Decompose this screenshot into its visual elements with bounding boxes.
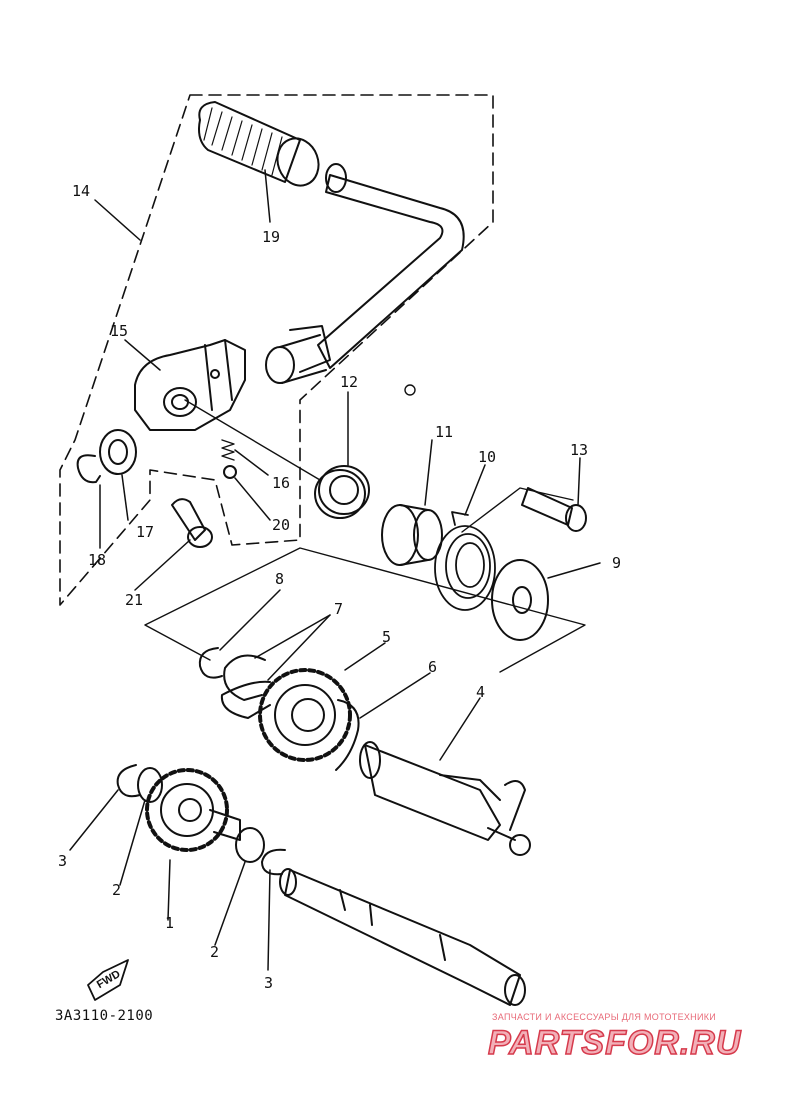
- part-code: 3A3110-2100: [55, 1008, 154, 1024]
- ratchet-spring: [335, 699, 360, 771]
- callout-5: 5: [382, 628, 391, 646]
- fwd-arrow-icon: [87, 959, 129, 1001]
- callout-3-left: 3: [58, 852, 67, 870]
- callout-1: 1: [165, 914, 174, 932]
- washer-2a: [137, 767, 163, 803]
- callout-15: 15: [110, 322, 128, 340]
- kick-axle: [359, 741, 531, 856]
- fwd-label: FWD: [95, 968, 123, 991]
- circlip-3b: [261, 848, 286, 876]
- spring-small: [221, 439, 235, 461]
- kick-grip: [198, 101, 320, 187]
- callout-8: 8: [275, 570, 284, 588]
- callout-2-right: 2: [210, 943, 219, 961]
- main-axle: [279, 868, 526, 1006]
- assembly-outline-14: [59, 94, 494, 606]
- callout-14: 14: [72, 182, 90, 200]
- callout-10: 10: [478, 448, 496, 466]
- torsion-spring: [434, 511, 496, 611]
- washer-2b: [235, 827, 265, 863]
- callout-11: 11: [435, 423, 453, 441]
- leader-lines: [69, 169, 601, 971]
- watermark-tagline: ЗАПЧАСТИ И АКСЕССУАРЫ ДЛЯ МОТОТЕХНИКИ: [492, 1012, 717, 1022]
- ball: [223, 465, 237, 479]
- circlip: [76, 454, 101, 484]
- ratchet-washer-7a: [223, 654, 266, 701]
- callout-13: 13: [570, 441, 588, 459]
- axis-line: [184, 399, 321, 481]
- callout-9: 9: [612, 554, 621, 572]
- ratchet-washer-7b: [220, 680, 271, 719]
- idler-gear: [145, 768, 241, 852]
- callout-16: 16: [272, 474, 290, 492]
- callout-6: 6: [428, 658, 437, 676]
- kick-crank: [134, 339, 416, 431]
- spring-guide-collar: [381, 504, 443, 566]
- ratchet-gear: [258, 668, 352, 762]
- callout-19: 19: [262, 228, 280, 246]
- callout-2-left: 2: [112, 881, 121, 899]
- callout-4: 4: [476, 683, 485, 701]
- callout-17: 17: [136, 523, 154, 541]
- washer: [99, 429, 137, 475]
- watermark-brand: PARTSFOR.RU: [487, 1023, 742, 1063]
- callout-3-right: 3: [264, 974, 273, 992]
- circlip-3a: [116, 764, 141, 798]
- kick-lever-arm: [265, 163, 465, 384]
- assembly-outline-shaft: [144, 547, 586, 673]
- callout-7: 7: [334, 600, 343, 618]
- bolt: [171, 498, 213, 548]
- callout-12: 12: [340, 373, 358, 391]
- callout-18: 18: [88, 551, 106, 569]
- callout-20: 20: [272, 516, 290, 534]
- assembly-outline-spring: [461, 487, 574, 533]
- pin-shaft: [521, 487, 587, 532]
- plate-washer: [491, 559, 549, 641]
- callout-21: 21: [125, 591, 143, 609]
- circlip-8: [198, 647, 223, 679]
- oil-seal: [314, 465, 370, 519]
- callout-numbers: 14 19 15 12 11 10 13 16 20 17 18 21 9 8 …: [58, 182, 621, 992]
